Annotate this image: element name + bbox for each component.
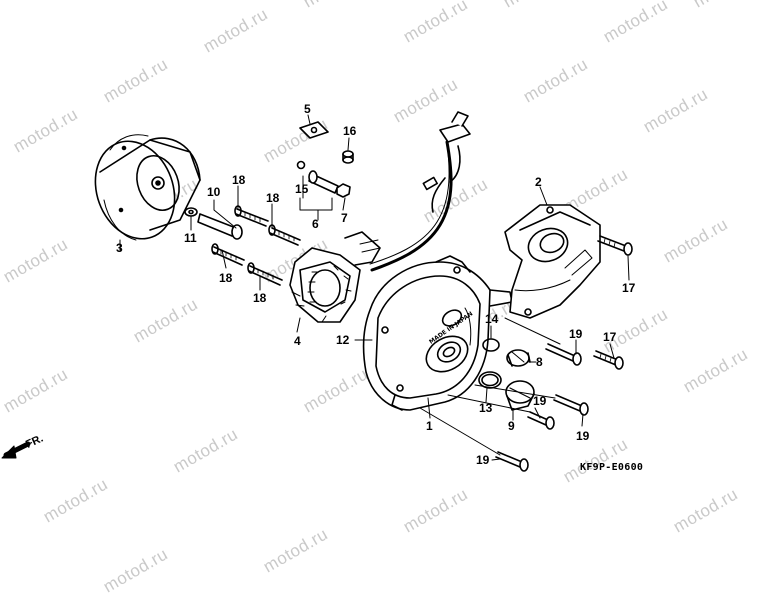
- hex-nut: [336, 183, 351, 198]
- part-label-19: 19: [476, 453, 490, 467]
- bolt-upper-right: [268, 224, 301, 246]
- part-label-18: 18: [219, 271, 233, 285]
- bracket-line-6: [299, 197, 333, 211]
- diagram-art: [1, 111, 633, 472]
- part-label-8: 8: [536, 355, 543, 369]
- o-ring: [296, 160, 306, 170]
- stator: [289, 231, 381, 323]
- o-ring-small: [482, 338, 500, 352]
- clamp: [299, 121, 329, 139]
- part-label-10: 10: [207, 185, 221, 199]
- part-label-13: 13: [479, 401, 493, 415]
- bolt-19-c: [527, 411, 555, 430]
- part-label-11: 11: [184, 231, 197, 245]
- bolt-lower-left: [211, 243, 245, 266]
- bolt-17-upper: [597, 235, 633, 256]
- part-label-14: 14: [485, 312, 499, 326]
- bolt-19-b: [553, 394, 589, 416]
- part-label-18: 18: [232, 173, 246, 187]
- part-label-5: 5: [304, 102, 311, 116]
- part-label-19: 19: [533, 394, 547, 408]
- part-label-3: 3: [116, 241, 123, 255]
- part-label-12: 12: [336, 333, 350, 347]
- part-label-19: 19: [569, 327, 583, 341]
- sprocket-cover: [504, 204, 601, 319]
- part-label-17: 17: [622, 281, 636, 295]
- bolt-17-lower: [593, 350, 624, 370]
- crank-cap: [505, 380, 535, 411]
- front-direction-arrow: [1, 441, 31, 459]
- part-label-1: 1: [426, 419, 433, 433]
- diagram-code: KF9P-E0600: [580, 462, 644, 473]
- part-label-16: 16: [343, 124, 357, 138]
- bolt-upper-left: [234, 205, 269, 227]
- part-label-19: 19: [576, 429, 590, 443]
- part-label-9: 9: [508, 419, 515, 433]
- o-ring-large: [478, 371, 502, 389]
- timing-cap: [506, 349, 531, 367]
- flange-nut: [197, 213, 243, 240]
- part-label-7: 7: [341, 211, 348, 225]
- bolt-19-d: [495, 451, 529, 472]
- shift-bolt: [308, 170, 339, 194]
- crankcase-cover: [362, 255, 513, 411]
- part-label-4: 4: [294, 334, 301, 348]
- part-label-15: 15: [295, 182, 309, 196]
- part-label-17: 17: [603, 330, 617, 344]
- leader-lines: [119, 114, 630, 461]
- flywheel-rotor: [94, 134, 201, 241]
- part-label-18: 18: [253, 291, 267, 305]
- bolt-19-a: [545, 343, 582, 366]
- part-label-2: 2: [535, 175, 542, 189]
- part-label-18: 18: [266, 191, 280, 205]
- washer: [184, 207, 198, 217]
- part-label-6: 6: [312, 217, 319, 231]
- wire-harness: [369, 111, 471, 272]
- bolt-lower-right: [247, 262, 283, 286]
- small-bolt: [342, 150, 354, 164]
